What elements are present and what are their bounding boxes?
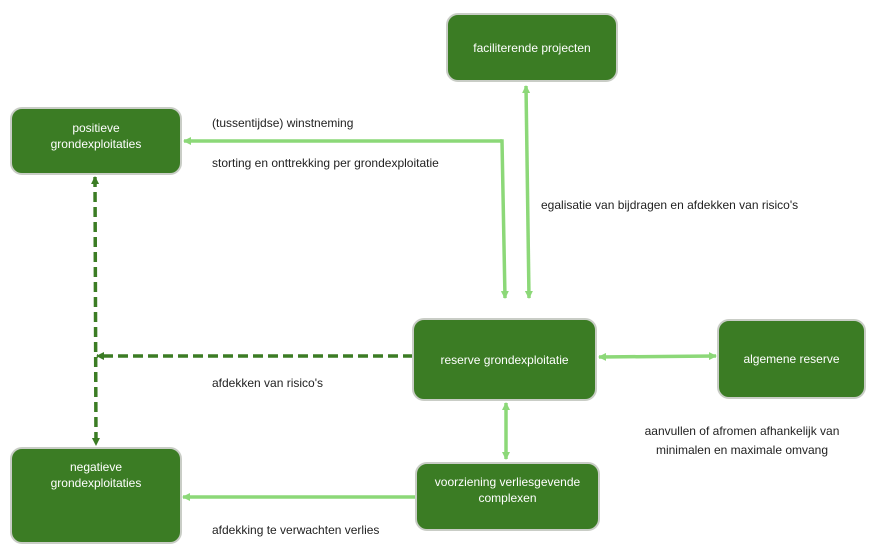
node-label: positieve grondexploitaties	[50, 121, 142, 151]
node-voorziening-verliesgevende-complexen[interactable]: voorziening verliesgevende complexen	[415, 462, 600, 531]
node-reserve-grondexploitatie[interactable]: reserve grondexploitatie	[412, 318, 597, 401]
edge-aanvullen	[598, 352, 717, 361]
node-label: voorziening verliesgevende complexen	[434, 475, 581, 505]
edge-egalisatie	[522, 85, 533, 299]
node-positieve-grondexploitaties[interactable]: positieve grondexploitaties	[10, 107, 182, 175]
node-label: algemene reserve	[743, 352, 840, 366]
edge-storting	[500, 139, 509, 299]
node-faciliterende-projecten[interactable]: faciliterende projecten	[446, 13, 618, 82]
label-aanvullen-line1: aanvullen of afromen afhankelijk van	[644, 424, 840, 438]
node-label: reserve grondexploitatie	[440, 352, 569, 367]
label-aanvullen-line2: minimalen en maximale omvang	[655, 443, 829, 457]
node-label: faciliterende projecten	[473, 40, 591, 55]
node-negatieve-grondexploitaties[interactable]: negatieve grondexploitaties	[10, 447, 182, 544]
label-winstneming: (tussentijdse) winstneming	[212, 116, 354, 130]
label-storting: storting en onttrekking per grondexploit…	[212, 156, 439, 170]
label-egalisatie: egalisatie van bijdragen en afdekken van…	[541, 198, 799, 212]
node-label: negatieve grondexploitaties	[50, 460, 142, 490]
label-afdekken-risicos: afdekken van risico's	[212, 376, 324, 390]
edge-positieve-negatieve	[91, 176, 100, 446]
node-algemene-reserve[interactable]: algemene reserve	[717, 319, 866, 399]
label-afdekking-verlies: afdekking te verwachten verlies	[212, 523, 380, 537]
